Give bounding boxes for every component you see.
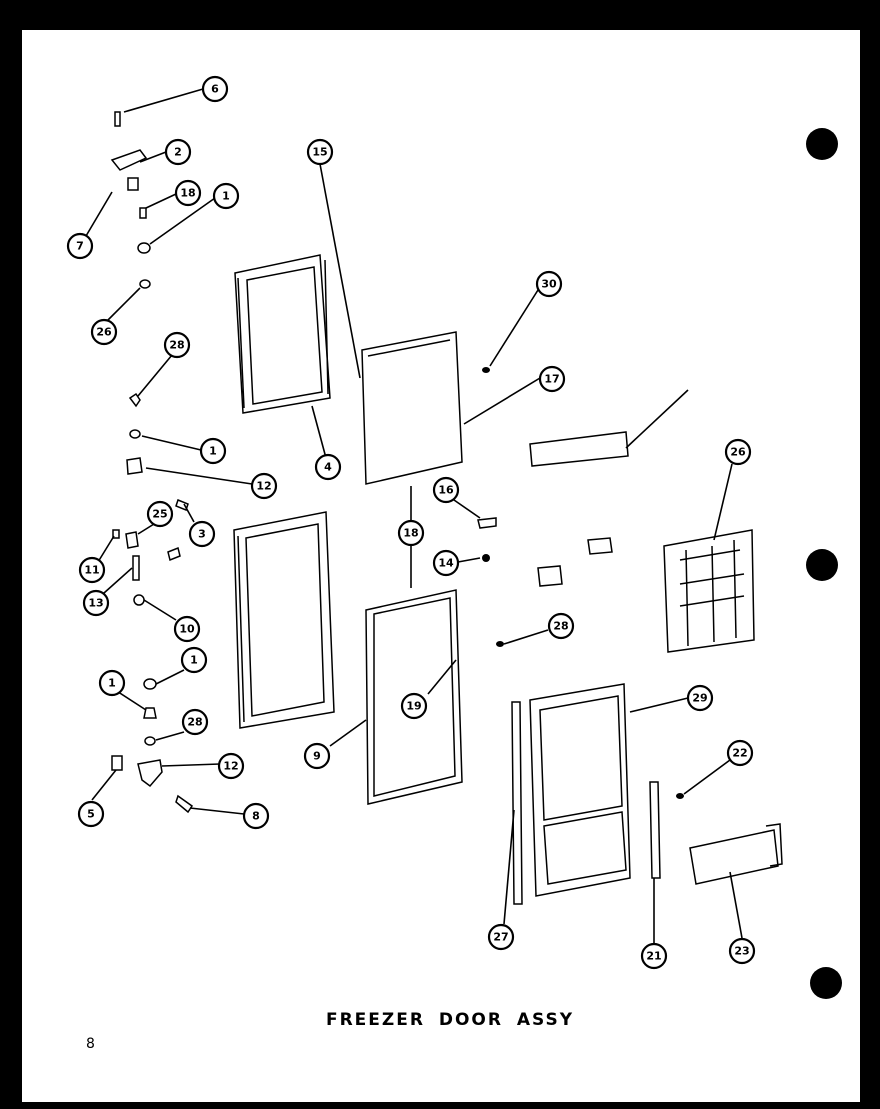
svg-text:3: 3 — [198, 528, 206, 541]
callout-24: 23 — [728, 937, 756, 965]
callout-11: 3 — [188, 520, 216, 548]
svg-text:5: 5 — [87, 808, 95, 821]
callout-28b: 19 — [400, 692, 428, 720]
callout-17: 15 — [306, 138, 334, 166]
svg-text:2: 2 — [174, 146, 182, 159]
svg-text:18: 18 — [403, 527, 418, 540]
callout-28: 1 — [180, 646, 208, 674]
callout-23: 22 — [726, 739, 754, 767]
part-door-27 — [529, 683, 631, 897]
callout-15: 4 — [314, 453, 342, 481]
part-hinge-stack-top — [110, 111, 151, 289]
callout-18: 18 — [174, 179, 202, 207]
callout-8: 5 — [77, 800, 105, 828]
callout-29: 28 — [547, 612, 575, 640]
callout-1b: 28 — [163, 331, 191, 359]
svg-text:16: 16 — [438, 484, 454, 497]
callout-25: 26 — [724, 438, 752, 466]
diagram-title: FREEZER DOOR ASSY — [325, 1010, 575, 1030]
part-frame-15-lower — [233, 511, 335, 729]
part-panel-19 — [365, 589, 463, 805]
svg-text:13: 13 — [88, 597, 103, 610]
svg-text:9: 9 — [313, 750, 321, 763]
svg-text:1: 1 — [222, 190, 230, 203]
callout-27: 29 — [686, 684, 714, 712]
svg-text:28: 28 — [187, 716, 202, 729]
svg-text:12: 12 — [223, 760, 238, 773]
callout-18b: 17 — [538, 365, 566, 393]
svg-text:1: 1 — [108, 677, 116, 690]
binder-hole-top — [806, 128, 838, 160]
svg-text:7: 7 — [76, 240, 84, 253]
svg-text:28: 28 — [169, 339, 184, 352]
svg-text:21: 21 — [646, 950, 661, 963]
callout-26b: 30 — [535, 270, 563, 298]
svg-text:15: 15 — [312, 146, 327, 159]
binder-hole-middle — [806, 549, 838, 581]
callout-7: 7 — [66, 232, 94, 260]
part-hinge-stack-middle — [126, 392, 143, 475]
callout-12b: 28 — [181, 708, 209, 736]
svg-text:12: 12 — [256, 480, 271, 493]
leader-lines — [85, 88, 743, 944]
svg-text:22: 22 — [732, 747, 747, 760]
callout-30: 14 — [432, 549, 460, 577]
part-strip-21 — [511, 701, 523, 905]
part-handle-24 — [689, 823, 783, 885]
svg-text:19: 19 — [406, 700, 421, 713]
part-bracket-26 — [529, 431, 629, 587]
part-frame-15-upper — [234, 254, 331, 414]
svg-text:10: 10 — [179, 623, 195, 636]
callout-26: 26 — [90, 318, 118, 346]
callout-1d: 1 — [98, 669, 126, 697]
callout-12: 1 — [199, 437, 227, 465]
part-hinge-stack-lower — [111, 499, 194, 814]
svg-text:26: 26 — [96, 326, 112, 339]
page-number: 8 — [86, 1036, 95, 1052]
binder-hole-bottom — [810, 967, 842, 999]
part-panel-17 — [361, 331, 463, 485]
svg-text:17: 17 — [544, 373, 559, 386]
svg-text:1: 1 — [209, 445, 217, 458]
part-strip-22 — [649, 781, 661, 879]
callout-13: 11 — [78, 556, 106, 584]
svg-text:14: 14 — [438, 557, 454, 570]
svg-text:8: 8 — [252, 810, 260, 823]
callout-1: 1 — [212, 182, 240, 210]
callout-21: 27 — [487, 923, 515, 951]
svg-text:18: 18 — [180, 187, 195, 200]
callout-9: 8 — [242, 802, 270, 830]
callout-10: 13 — [82, 589, 110, 617]
svg-text:1: 1 — [190, 654, 198, 667]
part-screws — [477, 367, 684, 799]
svg-text:27: 27 — [493, 931, 508, 944]
callout-19: 9 — [303, 742, 331, 770]
svg-text:11: 11 — [84, 564, 99, 577]
callout-16: 18 — [397, 519, 425, 547]
svg-text:25: 25 — [152, 508, 167, 521]
svg-text:29: 29 — [692, 692, 707, 705]
callout-3: 25 — [146, 500, 174, 528]
callout-4: 12 — [250, 472, 278, 500]
svg-text:23: 23 — [734, 945, 749, 958]
callout-1c: 10 — [173, 615, 201, 643]
svg-text:6: 6 — [211, 83, 219, 96]
svg-text:4: 4 — [324, 461, 332, 474]
svg-text:28: 28 — [553, 620, 568, 633]
part-grid-25 — [663, 529, 755, 653]
callout-6: 6 — [201, 75, 229, 103]
callout-5: 12 — [217, 752, 245, 780]
callout-22: 21 — [640, 942, 668, 970]
svg-text:30: 30 — [541, 278, 557, 291]
svg-text:26: 26 — [730, 446, 746, 459]
callout-2: 2 — [164, 138, 192, 166]
callout-14: 16 — [432, 476, 460, 504]
